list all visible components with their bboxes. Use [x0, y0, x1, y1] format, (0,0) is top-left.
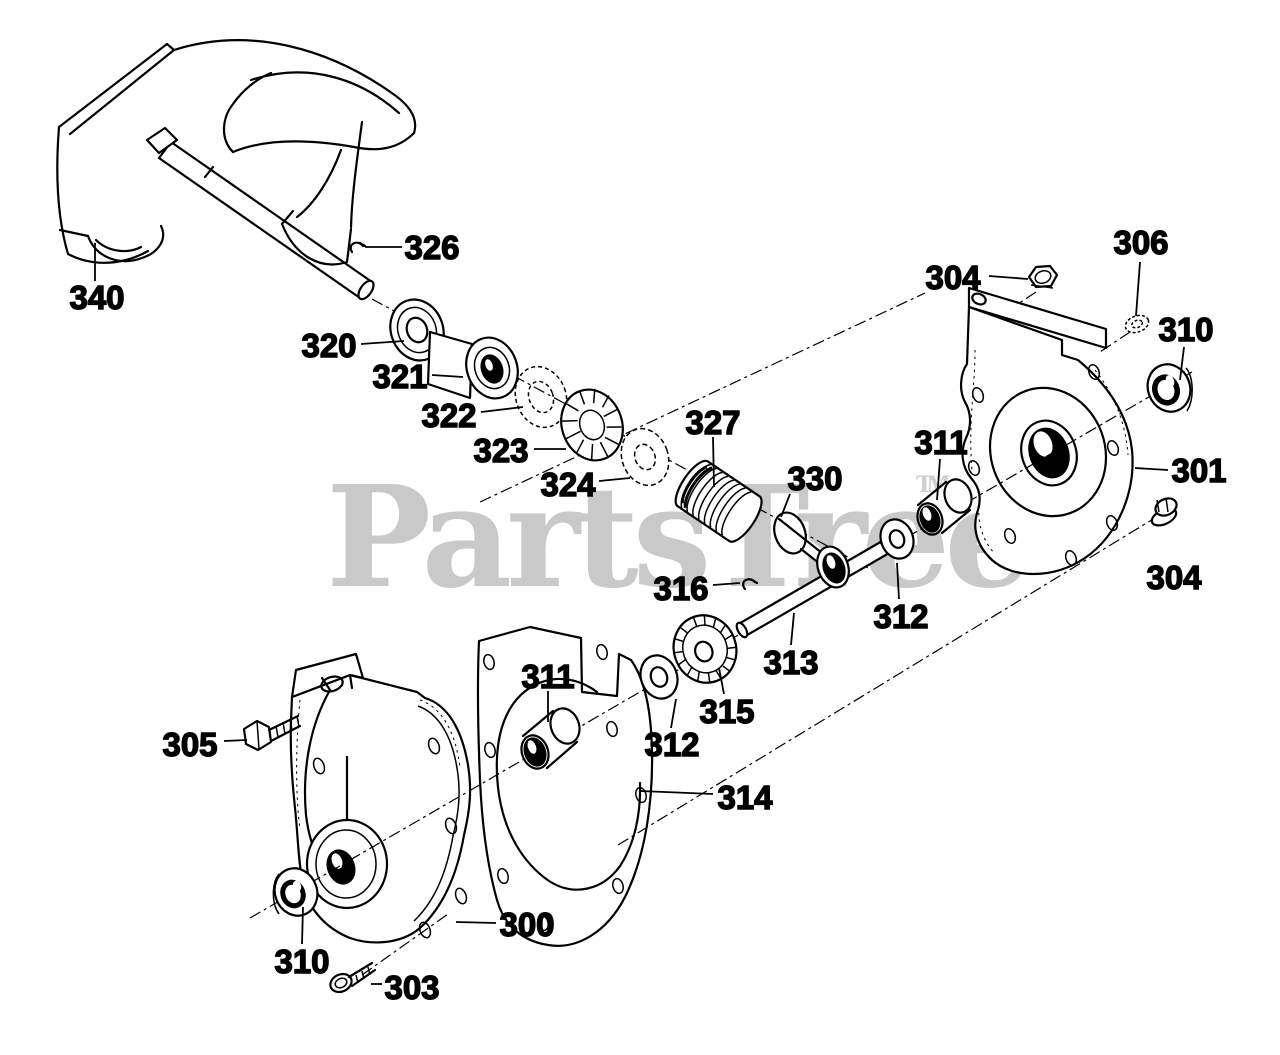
part-label-310-right: 310 [1158, 311, 1213, 348]
lock-washer-323-drawing [560, 388, 624, 462]
spacer-330-drawing [773, 511, 850, 589]
part-label-312-left: 312 [644, 726, 699, 763]
bolt-305-drawing [242, 714, 302, 752]
part-label-312-right: 312 [873, 598, 928, 635]
part-label-313: 313 [763, 644, 818, 681]
washer-306-drawing [1124, 314, 1150, 334]
retaining-clip-316-drawing [742, 578, 759, 591]
watermark-text: PartsTree [326, 456, 1027, 620]
part-label-311-right: 311 [914, 424, 967, 461]
bushing-311-left-drawing [520, 707, 581, 771]
part-label-310-bottom: 310 [274, 943, 329, 980]
part-label-327: 327 [685, 404, 740, 441]
part-label-315: 315 [699, 693, 754, 730]
washer-322-drawing [514, 365, 568, 429]
part-label-340: 340 [69, 279, 124, 316]
hex-nut-304-bottom-drawing [1150, 497, 1178, 527]
gear-case-left-drawing [289, 652, 472, 944]
part-label-301: 301 [1171, 452, 1226, 489]
part-label-320: 320 [301, 327, 356, 364]
part-label-305: 305 [162, 726, 217, 763]
bearing-310-bottom-drawing [272, 867, 319, 917]
part-label-300: 300 [499, 906, 554, 943]
part-label-303: 303 [384, 969, 439, 1006]
part-label-322: 322 [421, 397, 476, 434]
callouts: 340 326 320 321 322 323 324 327 330 306 … [69, 223, 1227, 1006]
main-axis-lines [249, 371, 1193, 919]
part-label-321: 321 [372, 358, 427, 395]
bearing-310-right-drawing [1146, 363, 1193, 413]
part-label-324: 324 [540, 466, 596, 503]
screw-303-drawing [329, 961, 377, 994]
part-label-323: 323 [473, 432, 528, 469]
part-label-330: 330 [787, 460, 842, 497]
gear-case-right-drawing [960, 286, 1134, 575]
leader-lines [94, 243, 1185, 985]
part-label-304-top: 304 [925, 259, 981, 296]
washer-312-left-drawing [639, 654, 679, 700]
part-label-326: 326 [404, 229, 459, 266]
gasket-drawing [476, 625, 654, 947]
retaining-clip-326-drawing [349, 241, 367, 254]
part-label-316: 316 [653, 570, 708, 607]
washer-312-right-drawing [879, 518, 915, 560]
worm-gear-327-drawing [674, 459, 763, 543]
part-label-304-bottom: 304 [1146, 559, 1202, 596]
part-label-311-left: 311 [521, 658, 574, 695]
washer-324-drawing [620, 427, 670, 487]
bearing-retainer-321-drawing [426, 330, 519, 400]
pinion-gear-315-drawing [672, 614, 738, 684]
auger-drawing [56, 39, 417, 301]
part-label-306: 306 [1113, 224, 1168, 261]
bushing-311-right-drawing [916, 478, 973, 536]
hex-nut-304-top-drawing [1027, 264, 1059, 289]
part-label-314: 314 [717, 779, 773, 816]
